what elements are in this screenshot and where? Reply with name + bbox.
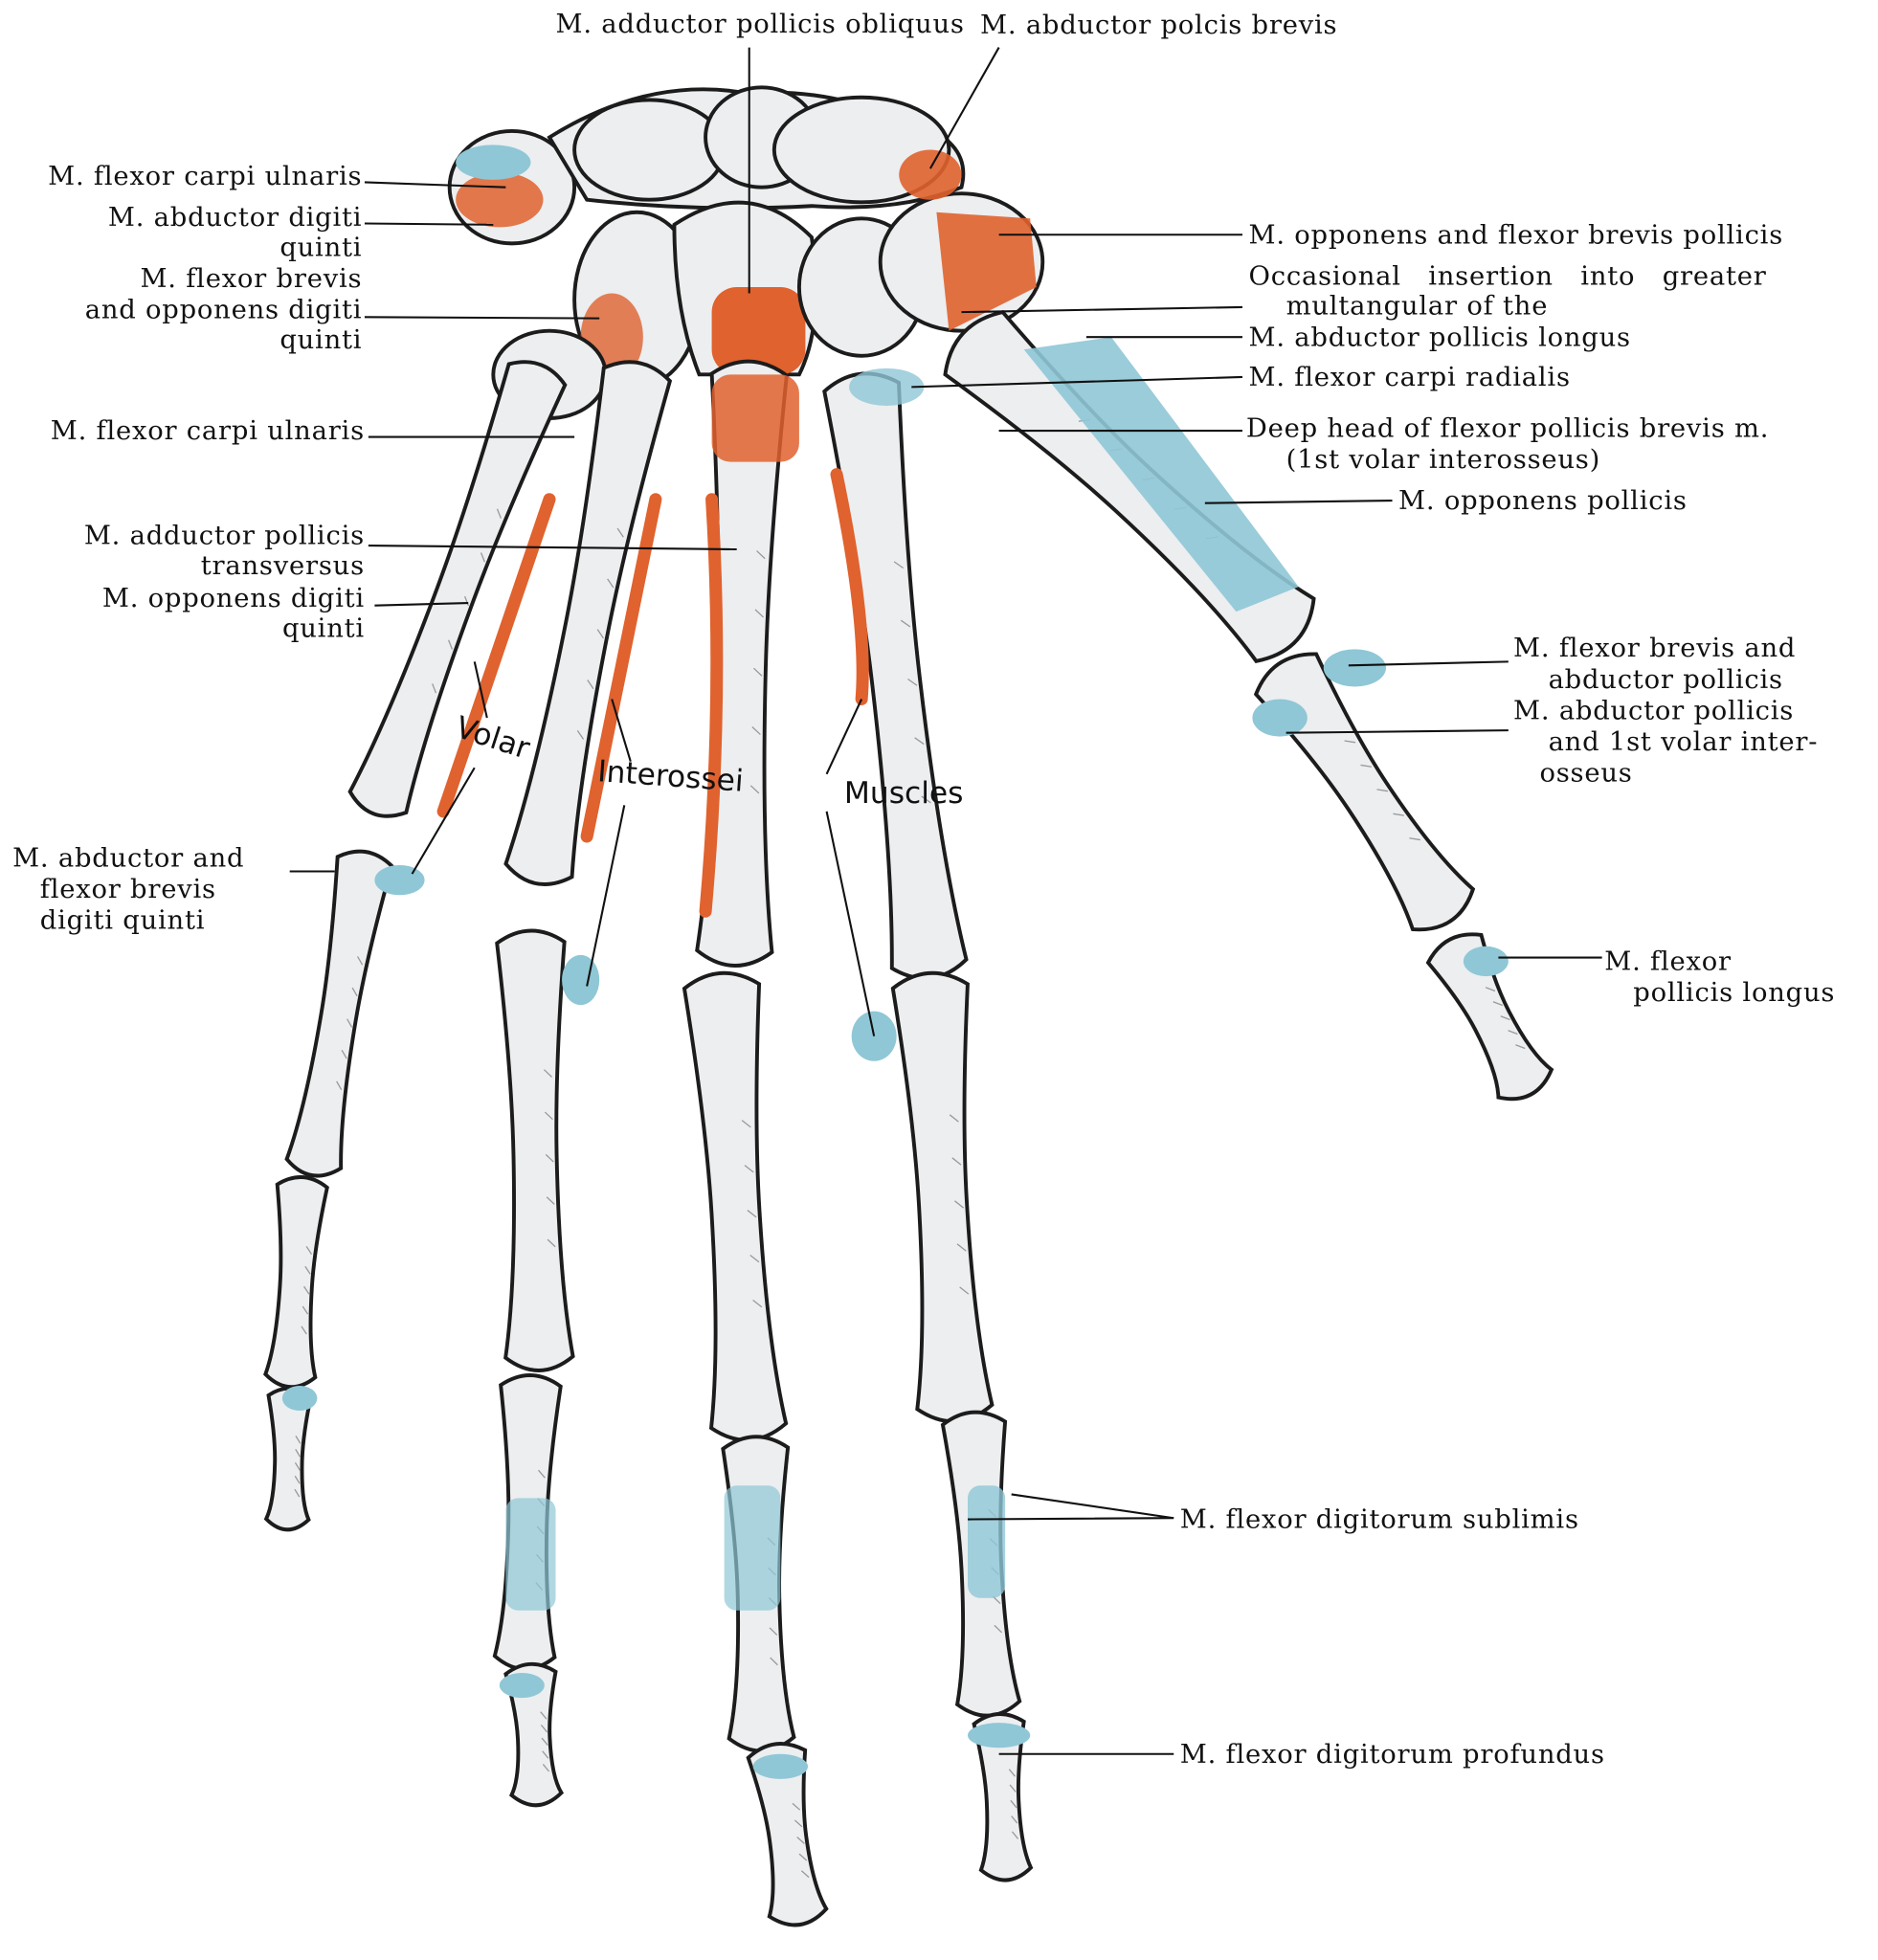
label-abductor-flexor-digiti-quinti: M. abductor and	[12, 843, 244, 873]
leader-lines	[289, 47, 1602, 1755]
label-abductor-pollicis-volar-interosseus: M. abductor pollicis	[1513, 696, 1794, 725]
label-opponens-flexor-brevis-pollicis: M. opponens and flexor brevis pollicis	[1249, 220, 1784, 250]
index-metacarpal	[822, 371, 969, 981]
label-flexor-brevis-abductor-pollicis: M. flexor brevis and	[1513, 634, 1796, 663]
labels: M. adductor pollicis obliquus M. abducto…	[12, 10, 1835, 1770]
little-proximal-phalanx	[284, 849, 394, 1178]
label-opponens-digiti-quinti: M. opponens digiti	[102, 584, 365, 613]
middle-distal-phalanx	[746, 1742, 829, 1927]
carpal-bones	[447, 85, 1045, 420]
label-abductor-digiti-quinti: M. abductor digiti	[108, 203, 362, 233]
label-opponens-pollicis: M. opponens pollicis	[1398, 486, 1688, 516]
label-flexor-brevis-opponens-digiti: quinti	[279, 325, 362, 355]
label-abductor-pollicis-volar-interosseus: osseus	[1539, 759, 1632, 789]
index-distal-phalanx	[972, 1712, 1034, 1882]
thumb-proximal-phalanx	[1253, 652, 1476, 932]
label-flexor-carpi-ulnaris-mid: M. flexor carpi ulnaris	[51, 416, 365, 446]
label-occasional-insertion: multangular of the	[1286, 292, 1549, 322]
label-flexor-carpi-radialis: M. flexor carpi radialis	[1249, 363, 1571, 392]
label-flexor-digitorum-sublimis: M. flexor digitorum sublimis	[1180, 1505, 1579, 1535]
label-adductor-pollicis-obliquus: M. adductor pollicis obliquus	[556, 10, 965, 39]
label-flexor-brevis-opponens-digiti: M. flexor brevis	[140, 264, 362, 294]
label-flexor-pollicis-longus: pollicis longus	[1633, 978, 1835, 1008]
label-abductor-flexor-digiti-quinti: flexor brevis	[40, 875, 216, 904]
label-flexor-digitorum-profundus: M. flexor digitorum profundus	[1180, 1740, 1605, 1770]
label-abductor-digiti-quinti: quinti	[279, 233, 362, 262]
label-deep-head-flexor-pollicis-brevis: (1st volar interosseus)	[1286, 445, 1600, 475]
index-proximal-phalanx	[890, 970, 995, 1424]
label-flexor-pollicis-longus: M. flexor	[1604, 947, 1732, 977]
label-abductor-flexor-digiti-quinti: digiti quinti	[40, 906, 206, 936]
middle-proximal-phalanx	[682, 970, 789, 1442]
label-adductor-pollicis-transversus: M. adductor pollicis	[84, 522, 365, 551]
label-abductor-pollicis-longus: M. abductor pollicis longus	[1249, 323, 1631, 352]
thumb-distal-phalanx	[1425, 932, 1554, 1102]
label-abductor-pollicis-volar-interosseus: and 1st volar inter-	[1549, 727, 1819, 757]
little-middle-phalanx	[263, 1175, 329, 1390]
thumb-metacarpal	[943, 309, 1316, 663]
label-abductor-pollicis-brevis: M. abductor polcis brevis	[980, 11, 1337, 40]
little-metacarpal	[347, 360, 568, 818]
ring-proximal-phalanx	[495, 928, 575, 1372]
label-flexor-brevis-abductor-pollicis: abductor pollicis	[1549, 665, 1783, 695]
inline-label-muscles: Muscles	[844, 776, 964, 811]
label-occasional-insertion: Occasional insertion into greater	[1249, 261, 1767, 291]
label-flexor-brevis-opponens-digiti: and opponens digiti	[85, 296, 363, 325]
ring-distal-phalanx	[503, 1661, 565, 1808]
muscle-markings	[281, 337, 1509, 1779]
label-flexor-carpi-ulnaris-top: M. flexor carpi ulnaris	[48, 162, 362, 191]
label-deep-head-flexor-pollicis-brevis: Deep head of flexor pollicis brevis m.	[1246, 414, 1769, 444]
ring-metacarpal	[503, 360, 673, 886]
label-adductor-pollicis-transversus: transversus	[201, 551, 365, 581]
label-opponens-digiti-quinti: quinti	[282, 613, 365, 643]
